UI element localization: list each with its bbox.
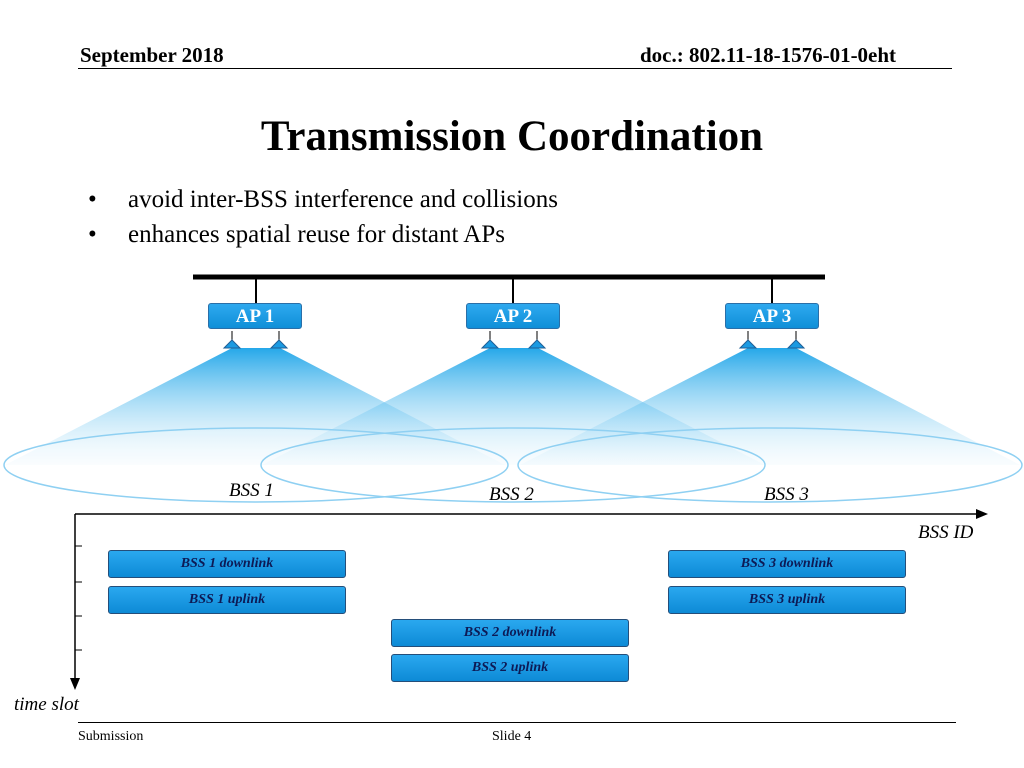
footer-submission: Submission [78, 729, 144, 744]
bss2-downlink-slot: BSS 2 downlink [391, 619, 629, 647]
bullet-item: • avoid inter-BSS interference and colli… [88, 182, 558, 217]
ap2-antenna-icon [527, 331, 547, 349]
bss1-uplink-slot: BSS 1 uplink [108, 586, 346, 614]
bss1-downlink-slot: BSS 1 downlink [108, 550, 346, 578]
bss2-label: BSS 2 [489, 484, 534, 505]
bullet-list: • avoid inter-BSS interference and colli… [88, 182, 558, 252]
bullet-marker: • [88, 220, 97, 248]
bullet-text: avoid inter-BSS interference and collisi… [128, 185, 558, 213]
bss1-coverage [3, 427, 509, 503]
ap3-antenna-icon [786, 331, 806, 349]
y-axis-arrow-icon [70, 678, 80, 690]
ap2-antenna-icon [480, 331, 500, 349]
ap3-box: AP 3 [725, 303, 819, 329]
footer-divider [78, 722, 956, 723]
x-axis-arrow-icon [976, 509, 988, 519]
bullet-text: enhances spatial reuse for distant APs [128, 220, 505, 248]
bullet-marker: • [88, 185, 97, 213]
header-date: September 2018 [80, 43, 224, 67]
bss3-uplink-slot: BSS 3 uplink [668, 586, 906, 614]
x-axis-label: BSS ID [918, 522, 974, 543]
ap1-antenna-icon [269, 331, 289, 349]
bss3-label: BSS 3 [764, 484, 809, 505]
y-axis-label: time slot [14, 694, 79, 715]
bss2-coverage [260, 427, 766, 503]
header-doc-id: doc.: 802.11-18-1576-01-0eht [640, 43, 897, 67]
bss2-uplink-slot: BSS 2 uplink [391, 654, 629, 682]
bss3-coverage [517, 427, 1023, 503]
ap2-box: AP 2 [466, 303, 560, 329]
slide-title: Transmission Coordination [260, 113, 764, 160]
header-divider [78, 68, 952, 69]
bullet-item: • enhances spatial reuse for distant APs [88, 217, 558, 252]
ap3-antenna-icon [738, 331, 758, 349]
bss1-label: BSS 1 [229, 480, 274, 501]
ap1-box: AP 1 [208, 303, 302, 329]
ap1-antenna-icon [222, 331, 242, 349]
bss3-downlink-slot: BSS 3 downlink [668, 550, 906, 578]
bss3-beam [520, 348, 1020, 465]
slide-number: Slide 4 [492, 729, 532, 744]
